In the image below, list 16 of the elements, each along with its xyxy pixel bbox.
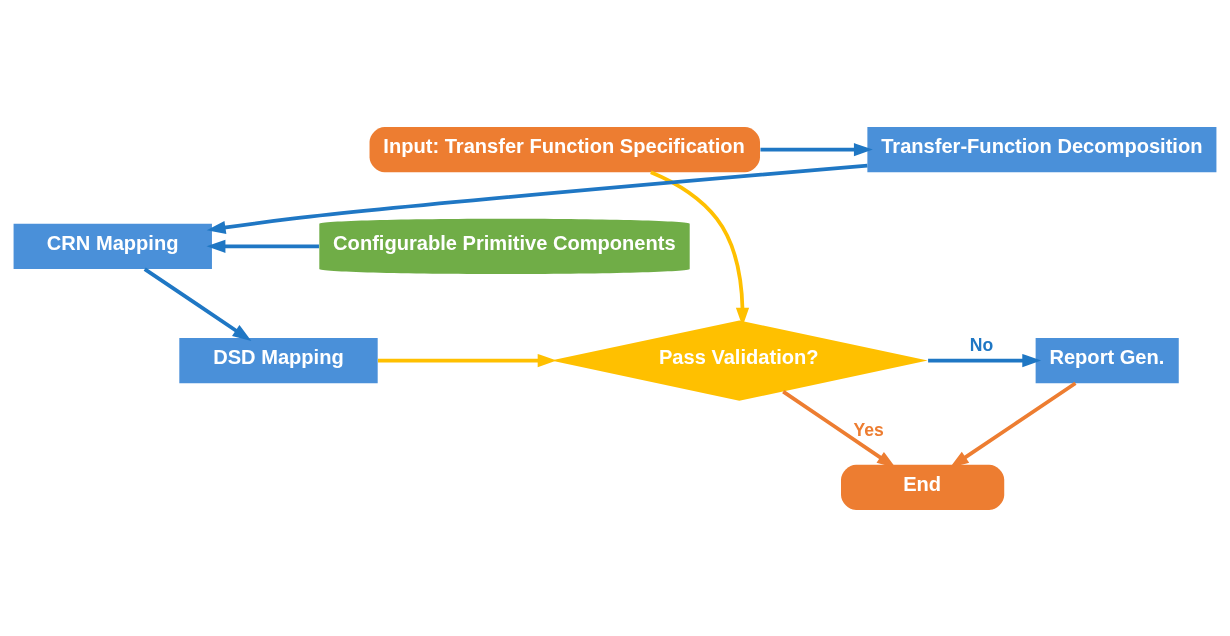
edge-label: Yes <box>853 419 884 440</box>
arrow <box>928 353 1042 367</box>
arrow <box>949 381 1077 468</box>
edge-label: No <box>969 334 994 355</box>
arrow <box>143 267 252 341</box>
node-box: DSD Mapping <box>179 337 378 383</box>
node-box: CRN Mapping <box>13 223 212 269</box>
arrow <box>206 163 868 234</box>
arrow <box>782 389 896 468</box>
node-box: Input: Transfer Function Specification <box>369 126 760 172</box>
node-box: End <box>841 464 1005 510</box>
arrow <box>377 353 557 367</box>
node-box: Transfer-Function Decomposition <box>867 126 1217 172</box>
arrow <box>206 239 319 253</box>
arrow <box>760 142 873 156</box>
node-box: Report Gen. <box>1035 337 1179 383</box>
